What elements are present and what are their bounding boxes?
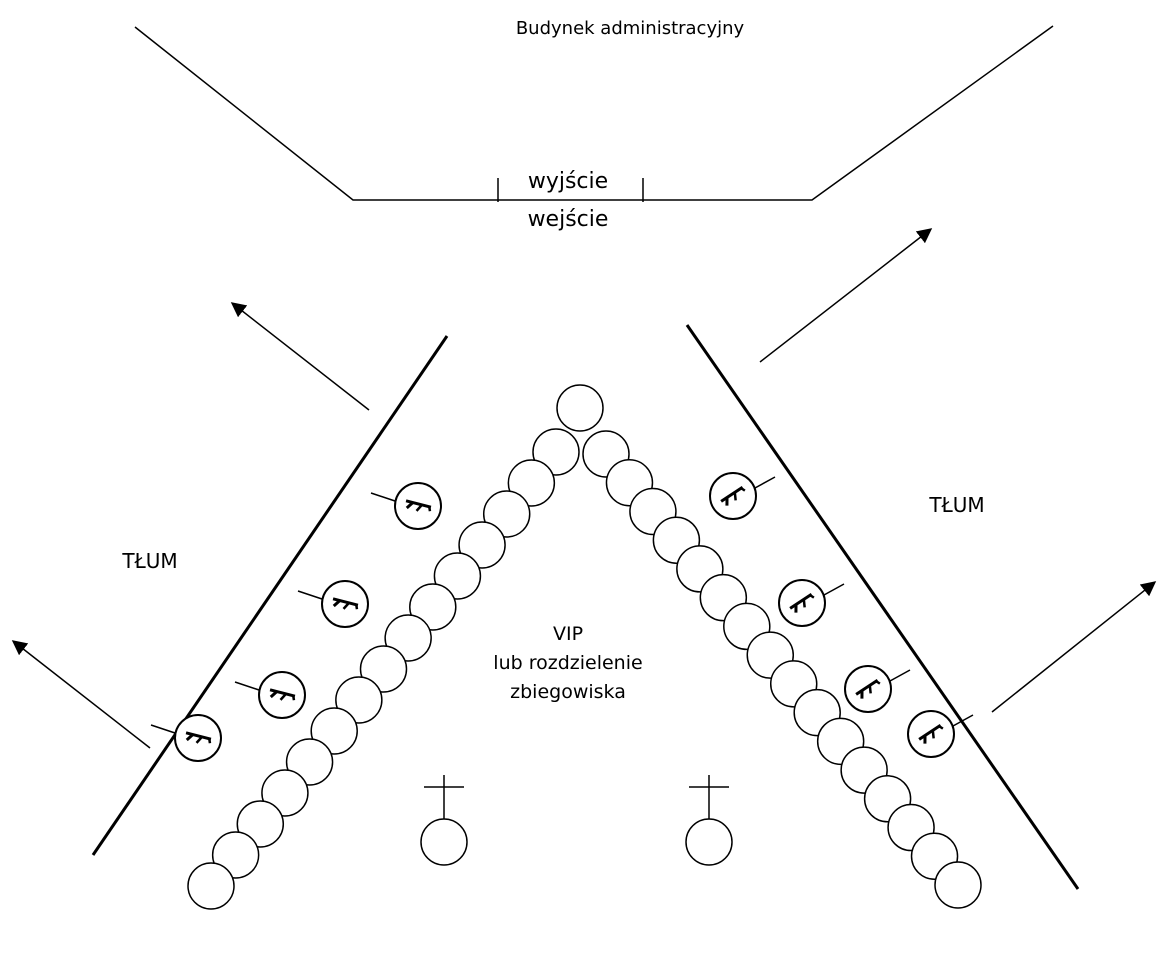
armed-officer-icon	[844, 665, 911, 713]
cordon-line	[187, 384, 982, 910]
exit-label: wyjście	[528, 169, 608, 194]
cordon-circle	[934, 861, 982, 909]
armed-officer-icon	[297, 580, 369, 628]
armed-officer-icon	[150, 714, 222, 762]
arrow-icon	[991, 581, 1157, 713]
armed-officer-icon	[907, 710, 974, 758]
building-outline	[134, 25, 1054, 202]
crowd-label-left: TŁUM	[121, 549, 177, 573]
building-wall-line	[134, 25, 1054, 201]
commander-icon	[685, 775, 733, 866]
arrow-icon	[759, 228, 933, 363]
guards-group	[150, 472, 974, 762]
armed-officer-icon	[778, 579, 845, 627]
entrance-label: wejście	[528, 207, 609, 232]
vip-label: VIP	[553, 623, 583, 645]
armed-officer-icon	[709, 472, 776, 520]
arrow-icon	[11, 640, 151, 749]
vip-sublabel-line2: zbiegowiska	[510, 681, 626, 703]
cordon-circle	[187, 862, 235, 910]
barrier-line-left	[91, 335, 449, 856]
building-label: Budynek administracyjny	[516, 18, 745, 39]
arrow-icon	[230, 302, 370, 411]
commander-icon	[420, 775, 468, 866]
armed-officer-icon	[234, 671, 306, 719]
armed-officer-icon	[370, 482, 442, 530]
cordon-circle	[556, 384, 604, 432]
crowd-label-right: TŁUM	[928, 493, 984, 517]
barrier-line-right	[685, 324, 1080, 890]
commanders-group	[420, 775, 733, 866]
vip-sublabel-line1: lub rozdzielenie	[493, 652, 642, 674]
